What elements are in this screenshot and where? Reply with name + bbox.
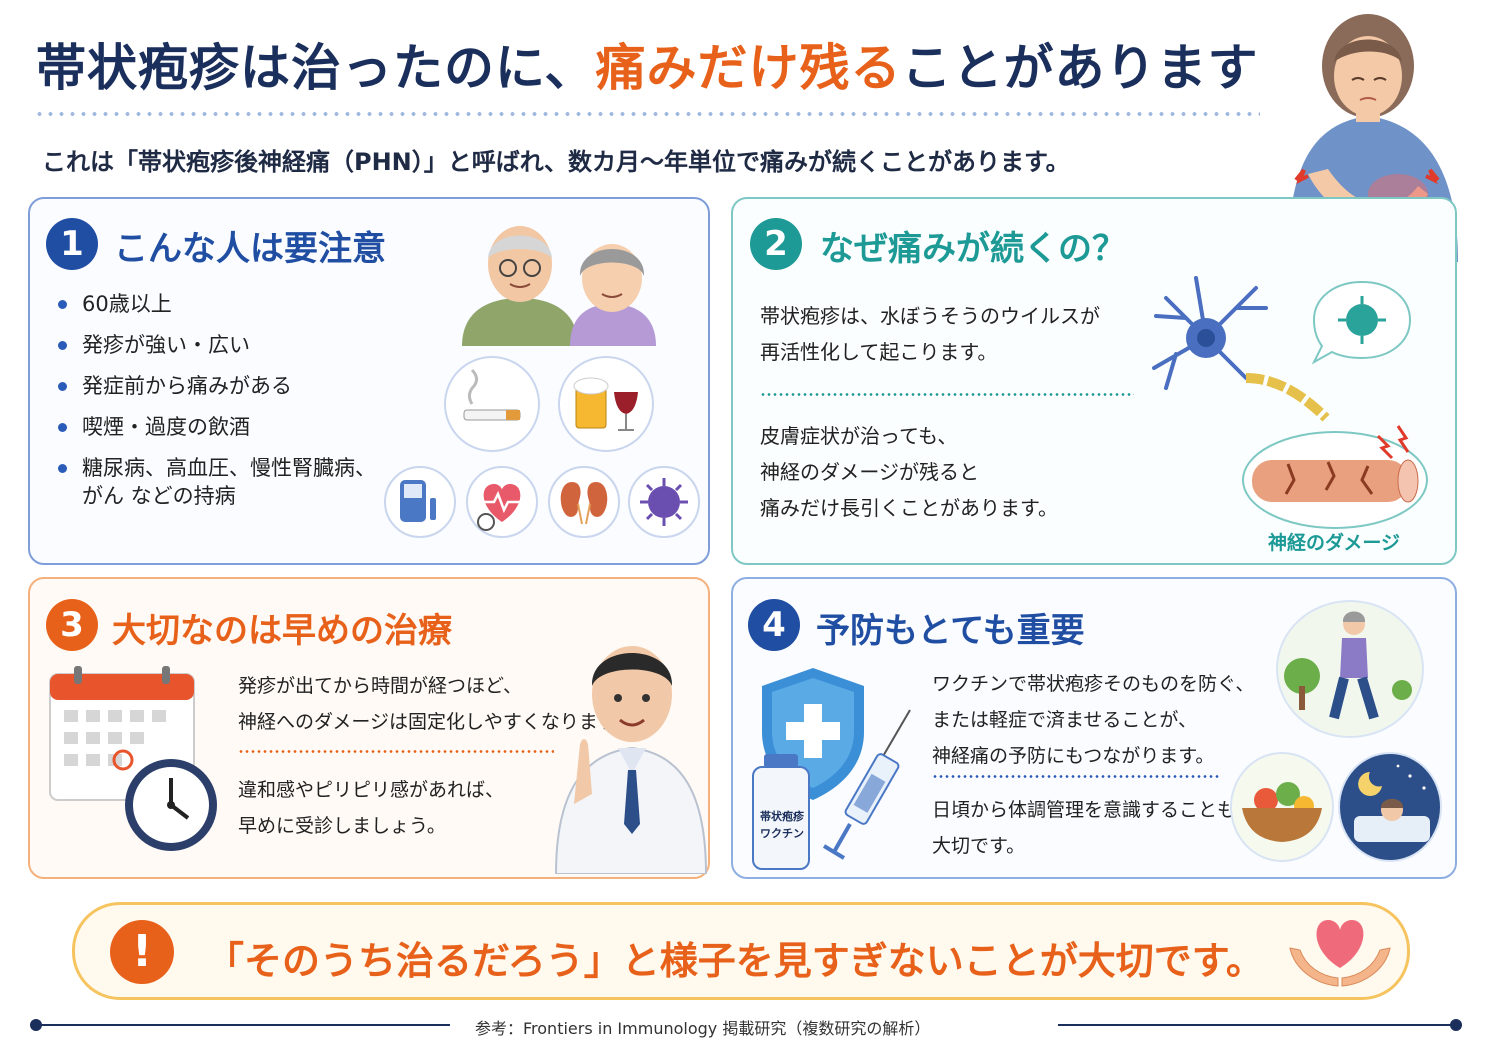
heart-hands-icon	[1289, 920, 1391, 987]
blood-pressure-icon	[466, 466, 538, 538]
cigarette-icon	[444, 356, 540, 452]
footer-right-dot	[1450, 1019, 1462, 1031]
list-item: 発症前から痛みがある	[58, 372, 376, 413]
healthy-food-icon	[1230, 752, 1334, 862]
list-item: 糖尿病、高血圧、慢性腎臓病、がん などの持病	[58, 454, 376, 534]
section-3-heading: 大切なのは早めの治療	[112, 611, 452, 651]
neuron-icon	[1152, 276, 1330, 422]
list-item: 喫煙・過度の飲酒	[58, 413, 376, 454]
kidney-icon	[548, 466, 620, 538]
section-3-divider	[238, 750, 554, 753]
walking-woman-icon	[1276, 600, 1424, 738]
section-4-text-1: ワクチンで帯状疱疹そのものを防ぐ、または軽症で済ませることが、神経痛の予防にもつ…	[932, 673, 1255, 767]
section-4-divider	[932, 775, 1220, 778]
section-3-text-2: 違和感やピリピリ感があれば、早めに受診しましょう。	[238, 779, 505, 837]
vial-label-line: 帯状疱疹	[760, 810, 804, 823]
footer-left-line	[36, 1024, 450, 1026]
clock-icon	[125, 759, 217, 851]
section-2-heading: なぜ痛みが続くの？	[820, 229, 1126, 269]
section-3-number: 3	[46, 599, 98, 651]
list-item: 発疹が強い・広い	[58, 331, 376, 372]
risk-factor-list: 60歳以上 発疹が強い・広い 発症前から痛みがある 喫煙・過度の飲酒 糖尿病、高…	[58, 290, 376, 534]
title-divider	[34, 112, 1260, 116]
nerve-damage-label: 神経のダメージ	[1268, 532, 1401, 554]
section-1-heading: こんな人は要注意	[114, 229, 386, 269]
reference-footer: 参考：Frontiers in Immunology 掲載研究（複数研究の解析）	[475, 1019, 931, 1038]
section-3-text-1: 発疹が出てから時間が経つほど、神経へのダメージは固定化しやすくなります。	[238, 675, 634, 733]
bottom-callout	[72, 902, 1410, 1000]
list-item: 60歳以上	[58, 290, 376, 331]
section-2-number: 2	[750, 218, 802, 270]
section-2-text-1: 帯状疱疹は、水ぼうそうのウイルスが再活性化して起こります。	[760, 304, 1100, 364]
virus-icon	[1311, 280, 1412, 365]
page-title: 帯状疱疹は治ったのに、痛みだけ残ることがあります	[36, 39, 1259, 97]
section-2-divider	[760, 393, 1134, 396]
elderly-couple-icon	[462, 226, 656, 346]
damaged-nerve-icon	[1242, 425, 1428, 529]
callout-text: 「そのうち治るだろう」と様子を見すぎないことが大切です。	[206, 939, 1264, 983]
section-4-text-2: 日頃から体調管理を意識することも大切です。	[932, 799, 1237, 857]
footer-right-line	[1058, 1024, 1456, 1026]
syringe-icon	[822, 709, 911, 860]
section-2-text-2: 皮膚症状が治っても、神経のダメージが残ると痛みだけ長引くことがあります。	[760, 424, 1058, 520]
section-1-number: 1	[46, 218, 98, 270]
section-4-heading: 予防もとても重要	[816, 611, 1085, 651]
page-subtitle: これは「帯状疱疹後神経痛（PHN）」と呼ばれ、数カ月〜年単位で痛みが続くことがあ…	[42, 148, 1070, 176]
glucose-meter-icon	[384, 466, 456, 538]
vaccine-vial-icon: 帯状疱疹 ワクチン	[752, 754, 810, 870]
vial-label-line: ワクチン	[760, 827, 804, 840]
section-4-number: 4	[748, 599, 800, 651]
sleeping-icon	[1338, 752, 1442, 862]
beer-wine-icon	[558, 356, 654, 452]
doctor-icon	[554, 646, 708, 874]
virus-icon	[628, 466, 700, 538]
warning-icon: !	[110, 920, 174, 984]
